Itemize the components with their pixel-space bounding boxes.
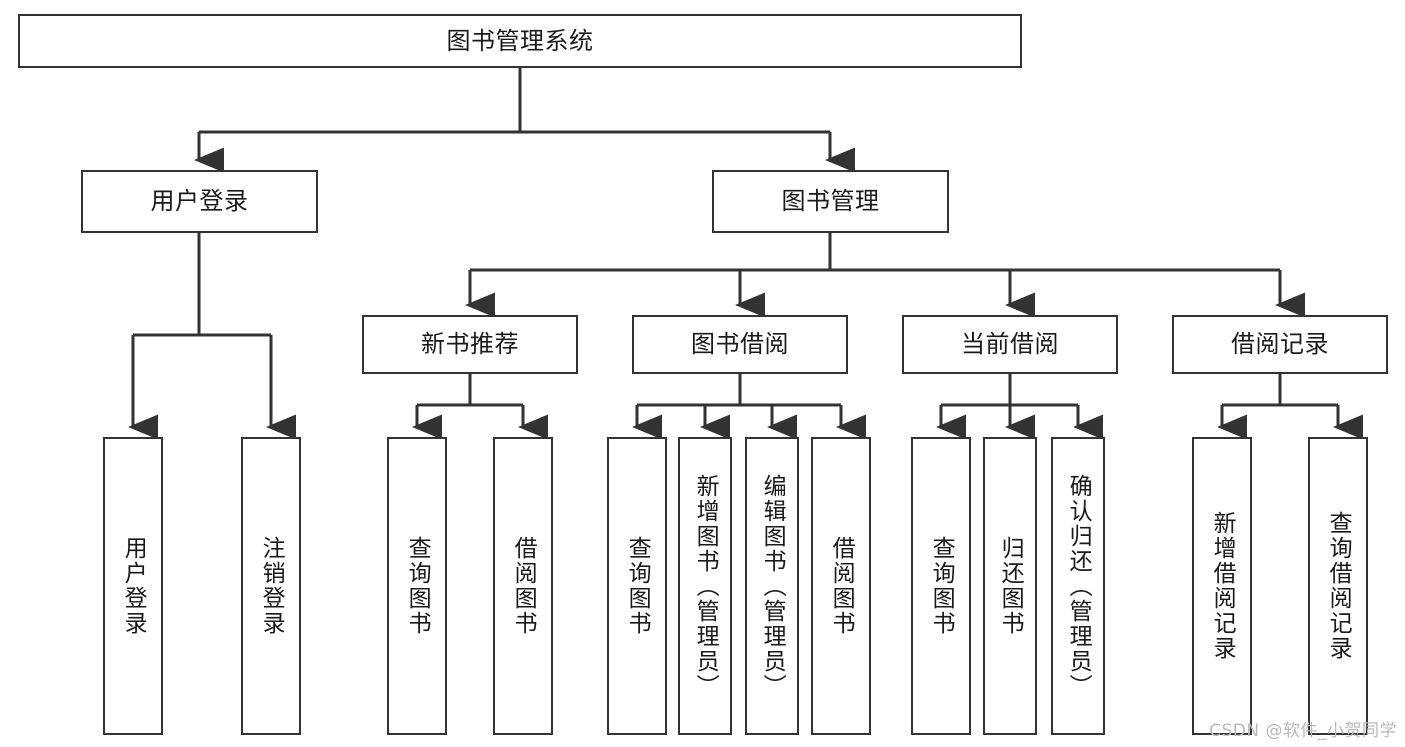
node-label: 新增借阅记录 [1209,511,1236,661]
node-label: 用户登录 [120,536,147,636]
node-label: 查询图书 [624,536,651,636]
node-current-borrow[interactable]: 当前借阅 [902,315,1118,374]
node-leaf-query-borrow-record[interactable]: 查询借阅记录 [1308,437,1368,735]
node-label: 图书管理系统 [446,26,594,55]
node-label: 借阅图书 [510,536,537,636]
node-leaf-return-book[interactable]: 归还图书 [983,437,1037,735]
node-label: 查询图书 [404,536,431,636]
node-label: 注销登录 [258,536,285,636]
node-label: 确认归还（管理员） [1065,473,1092,699]
node-leaf-borrow-book-2[interactable]: 借阅图书 [811,437,871,735]
node-leaf-query-book-3[interactable]: 查询图书 [911,437,971,735]
node-label: 新书推荐 [421,330,519,359]
node-label: 图书借阅 [691,330,789,359]
node-leaf-query-book-1[interactable]: 查询图书 [387,437,447,735]
node-label: 借阅图书 [828,536,855,636]
node-book-management[interactable]: 图书管理 [712,170,949,233]
node-label: 查询图书 [928,536,955,636]
node-leaf-add-borrow-record[interactable]: 新增借阅记录 [1192,437,1252,735]
node-new-book-recommend[interactable]: 新书推荐 [362,315,578,374]
watermark-text: CSDN @软件_小贺同学 [1209,721,1397,741]
node-label: 编辑图书（管理员） [759,473,786,699]
node-label: 查询借阅记录 [1325,511,1352,661]
node-user-login[interactable]: 用户登录 [81,170,318,233]
node-leaf-logout-login[interactable]: 注销登录 [241,437,301,735]
node-label: 归还图书 [997,536,1024,636]
node-leaf-confirm-return-admin[interactable]: 确认归还（管理员） [1051,437,1105,735]
node-borrow-record[interactable]: 借阅记录 [1172,315,1388,374]
node-leaf-borrow-book-1[interactable]: 借阅图书 [493,437,553,735]
node-label: 图书管理 [781,187,880,216]
node-leaf-add-book-admin[interactable]: 新增图书（管理员） [678,437,732,735]
node-leaf-edit-book-admin[interactable]: 编辑图书（管理员） [745,437,799,735]
node-book-borrow[interactable]: 图书借阅 [632,315,848,374]
node-label: 借阅记录 [1231,330,1329,359]
node-label: 新增图书（管理员） [692,473,719,699]
node-root-system[interactable]: 图书管理系统 [18,14,1022,68]
node-label: 用户登录 [150,187,249,216]
node-leaf-user-login[interactable]: 用户登录 [103,437,163,735]
node-label: 当前借阅 [961,330,1059,359]
node-leaf-query-book-2[interactable]: 查询图书 [607,437,667,735]
